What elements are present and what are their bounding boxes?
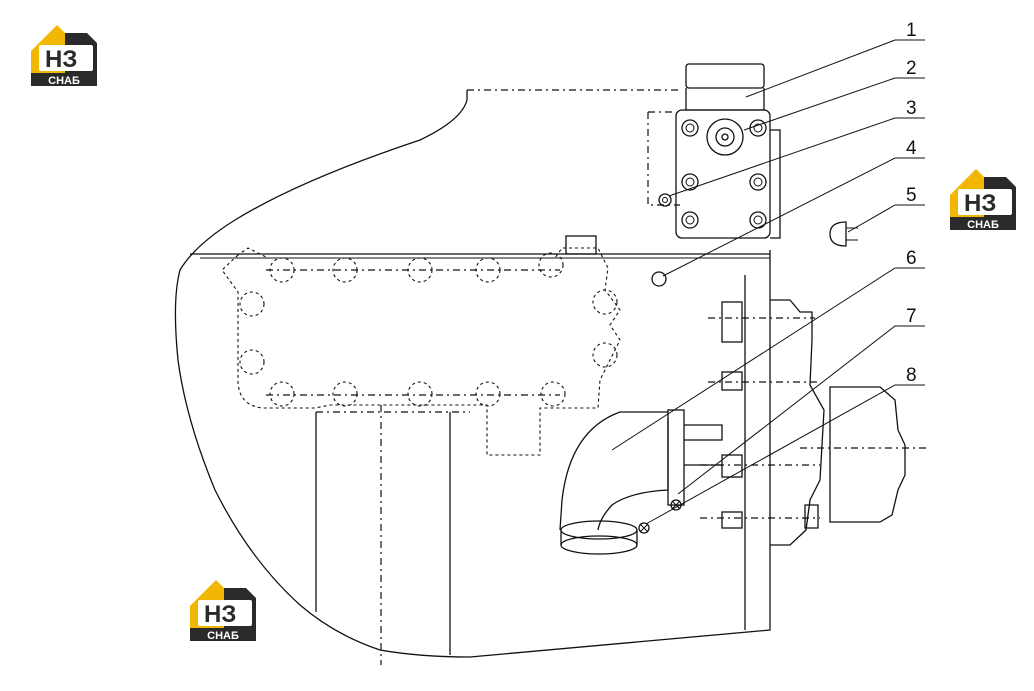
logo-mark: НЗ	[45, 46, 77, 73]
coolant-elbow	[559, 409, 723, 555]
logo-mark: НЗ	[964, 190, 996, 217]
oil-cooler-bolts	[239, 252, 618, 407]
callout-2: 2	[906, 58, 917, 79]
logo-sub: СНАБ	[48, 75, 80, 87]
oil-cooler-cover	[221, 235, 621, 456]
callout-3: 3	[906, 98, 917, 119]
callout-5: 5	[906, 185, 917, 206]
callout-4: 4	[906, 138, 917, 159]
thermostat-housing	[647, 63, 781, 287]
callout-numbers: 1 2 3 4 5 6 7 8	[906, 20, 917, 386]
engine-block-outline	[174, 89, 771, 665]
callout-1: 1	[906, 20, 917, 41]
brand-logo-right: НЗ СНАБ	[948, 165, 1018, 231]
logo-sub: СНАБ	[207, 630, 239, 642]
callout-6: 6	[906, 248, 917, 269]
leader-lines	[611, 39, 925, 525]
plug-part-5	[829, 221, 858, 247]
brand-logo-top-left: НЗ СНАБ	[29, 21, 99, 87]
brand-logo-bottom-left: НЗ СНАБ	[188, 576, 258, 642]
callout-8: 8	[906, 365, 917, 386]
callout-7: 7	[906, 306, 917, 327]
logo-sub: СНАБ	[967, 219, 999, 231]
logo-mark: НЗ	[204, 601, 236, 628]
water-pump-assembly	[700, 299, 930, 546]
